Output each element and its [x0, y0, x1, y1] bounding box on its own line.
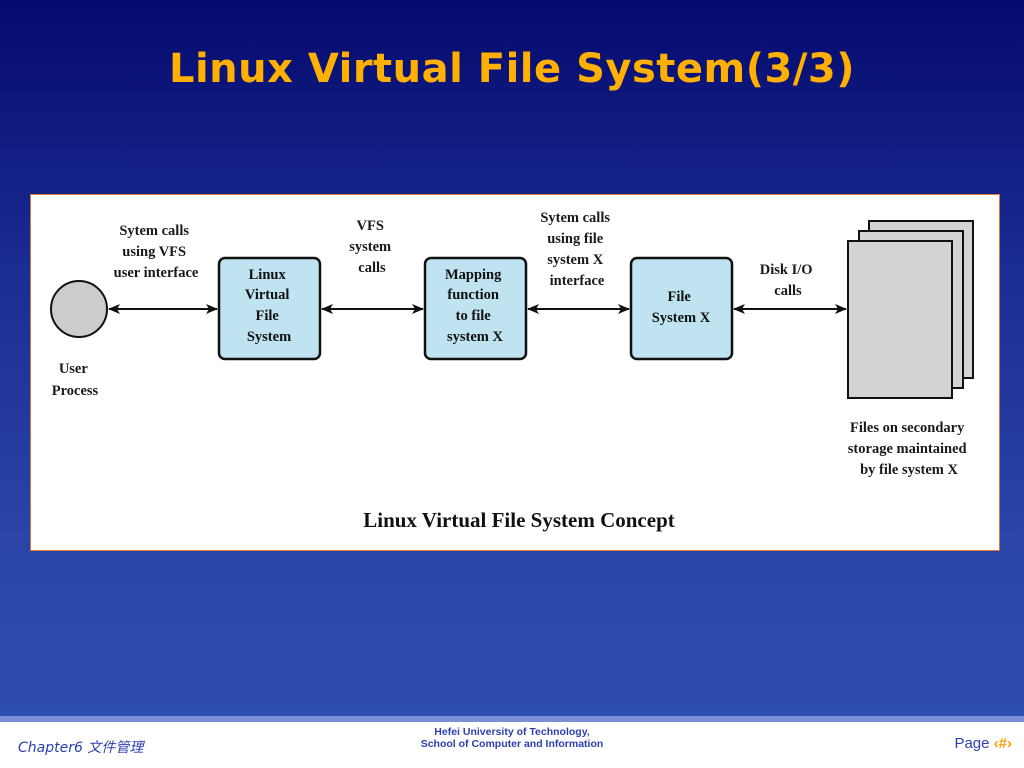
edge-label-fsx-disk-1: Disk I/O	[760, 262, 813, 278]
diagram-caption: Linux Virtual File System Concept	[363, 508, 675, 532]
edge-label-mapping-fsx-1: Sytem calls	[540, 210, 610, 226]
mapping-label-4: system X	[447, 329, 504, 345]
edge-label-vfs-mapping-2: system	[349, 239, 391, 255]
user-process-label-2: Process	[52, 383, 99, 399]
user-process-circle	[50, 280, 108, 338]
user-process-label-1: User	[59, 361, 89, 377]
footer-institution-line1: Hefei University of Technology,	[434, 726, 590, 738]
fsx-label-1: File	[668, 289, 692, 305]
fsx-label-2: System X	[652, 310, 711, 326]
storage-label-3: by file system X	[860, 462, 958, 478]
mapping-function-box	[423, 256, 528, 361]
footer-chapter: Chapter6 文件管理	[18, 740, 144, 756]
edge-label-user-vfs-2: using VFS	[122, 244, 186, 260]
edge-label-user-vfs-1: Sytem calls	[119, 223, 189, 239]
mapping-label-1: Mapping	[445, 267, 502, 283]
svg-text:File System X: File System X	[652, 289, 711, 326]
slide-title: Linux Virtual File System(3/3)	[168, 46, 856, 92]
edge-label-vfs-mapping-3: calls	[358, 260, 386, 276]
svg-text:Linux Virtual File: Linux Virtual File System	[245, 267, 293, 345]
mapping-label-2: function	[447, 287, 499, 303]
linux-vfs-label-3: File	[256, 308, 280, 324]
footer-page-label: Page	[954, 735, 990, 752]
edge-label-mapping-fsx-4: interface	[550, 273, 605, 289]
file-system-x-box	[629, 256, 734, 361]
edge-label-vfs-mapping-1: VFS	[356, 218, 383, 234]
footer-institution-line2: School of Computer and Information	[420, 738, 604, 750]
vfs-diagram-figure: User Process Sytem calls using VFS user …	[30, 194, 1000, 551]
edge-label-mapping-fsx-3: system X	[547, 252, 604, 268]
linux-vfs-label-4: System	[247, 329, 291, 345]
edge-label-fsx-disk-2: calls	[774, 283, 802, 299]
footer-page-number: ‹#›	[993, 735, 1012, 752]
storage-pages-stack	[847, 220, 974, 399]
svg-text:User Process: User Process	[52, 361, 99, 399]
svg-text:Sytem calls using VFS: Sytem calls using VFS user interface	[114, 223, 199, 281]
edge-label-mapping-fsx-2: using file	[547, 231, 604, 247]
footer-divider	[0, 716, 1024, 722]
svg-text:Mapping function t: Mapping function to file system X	[445, 267, 505, 345]
storage-label-1: Files on secondary	[850, 420, 965, 436]
svg-text:Files on secondary stora: Files on secondary storage maintained by…	[848, 420, 970, 478]
vfs-diagram: User Process Sytem calls using VFS user …	[50, 210, 974, 532]
slide-footer: Chapter6 文件管理 Hefei University of Techno…	[0, 722, 1024, 768]
linux-vfs-box	[217, 256, 322, 361]
svg-text:VFS system calls: VFS system calls	[349, 218, 395, 276]
footer-institution: Hefei University of Technology, School o…	[0, 726, 1024, 750]
edge-label-user-vfs-3: user interface	[114, 265, 199, 281]
svg-text:Sytem calls using file: Sytem calls using file system X interfac…	[540, 210, 613, 289]
svg-text:Disk I/O calls: Disk I/O calls	[760, 262, 816, 299]
storage-label-2: storage maintained	[848, 441, 967, 457]
linux-vfs-label-1: Linux	[249, 267, 287, 283]
footer-page: Page ‹#›	[954, 735, 1012, 752]
linux-vfs-label-2: Virtual	[245, 287, 290, 303]
mapping-label-3: to file	[456, 308, 492, 324]
